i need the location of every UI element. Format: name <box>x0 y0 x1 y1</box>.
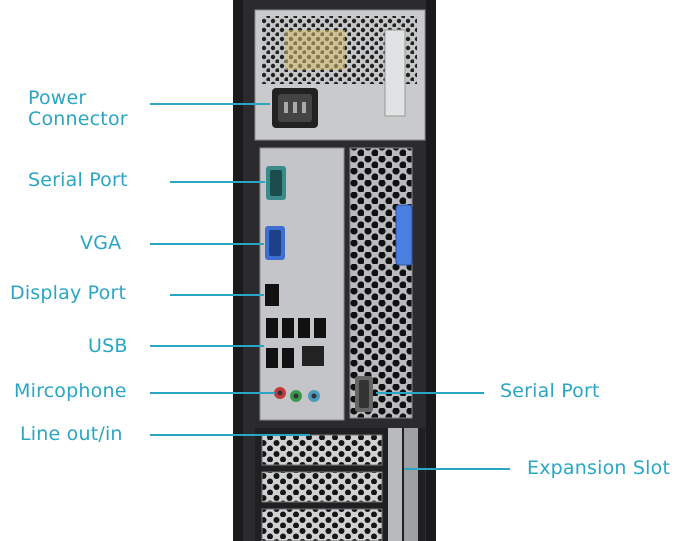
leader-power-connector <box>150 103 270 105</box>
label-expansion-slot: Expansion Slot <box>527 457 671 479</box>
label-microphone: Mircophone <box>14 380 127 402</box>
label-display-port: Display Port <box>10 282 127 304</box>
label-line-out-in: Line out/in <box>20 423 123 445</box>
leader-vga <box>150 243 264 245</box>
expansion-slot-2 <box>261 471 383 503</box>
label-serial-port-right: Serial Port <box>500 380 600 402</box>
label-usb: USB <box>88 335 128 357</box>
expansion-slot-1 <box>261 434 383 466</box>
leader-serial-port-right <box>376 392 484 394</box>
display-port-connector <box>265 284 279 306</box>
leader-serial-port-left <box>170 181 265 183</box>
leader-line-out-in <box>150 434 310 436</box>
label-serial-port-left: Serial Port <box>28 169 128 191</box>
leader-microphone <box>150 392 275 394</box>
label-power-connector-line-1: Power <box>28 87 87 109</box>
usb-ports <box>266 318 326 368</box>
expansion-slot-3 <box>261 508 383 541</box>
ethernet-port <box>302 346 324 366</box>
label-power-connector: Power Connector <box>28 88 128 130</box>
label-vga: VGA <box>80 232 122 254</box>
blue-latch <box>395 204 413 266</box>
leader-display-port <box>170 294 264 296</box>
hex-vent <box>349 147 413 419</box>
leader-usb <box>150 345 264 347</box>
leader-expansion-slot <box>404 468 510 470</box>
label-power-connector-line-2: Connector <box>28 108 128 130</box>
